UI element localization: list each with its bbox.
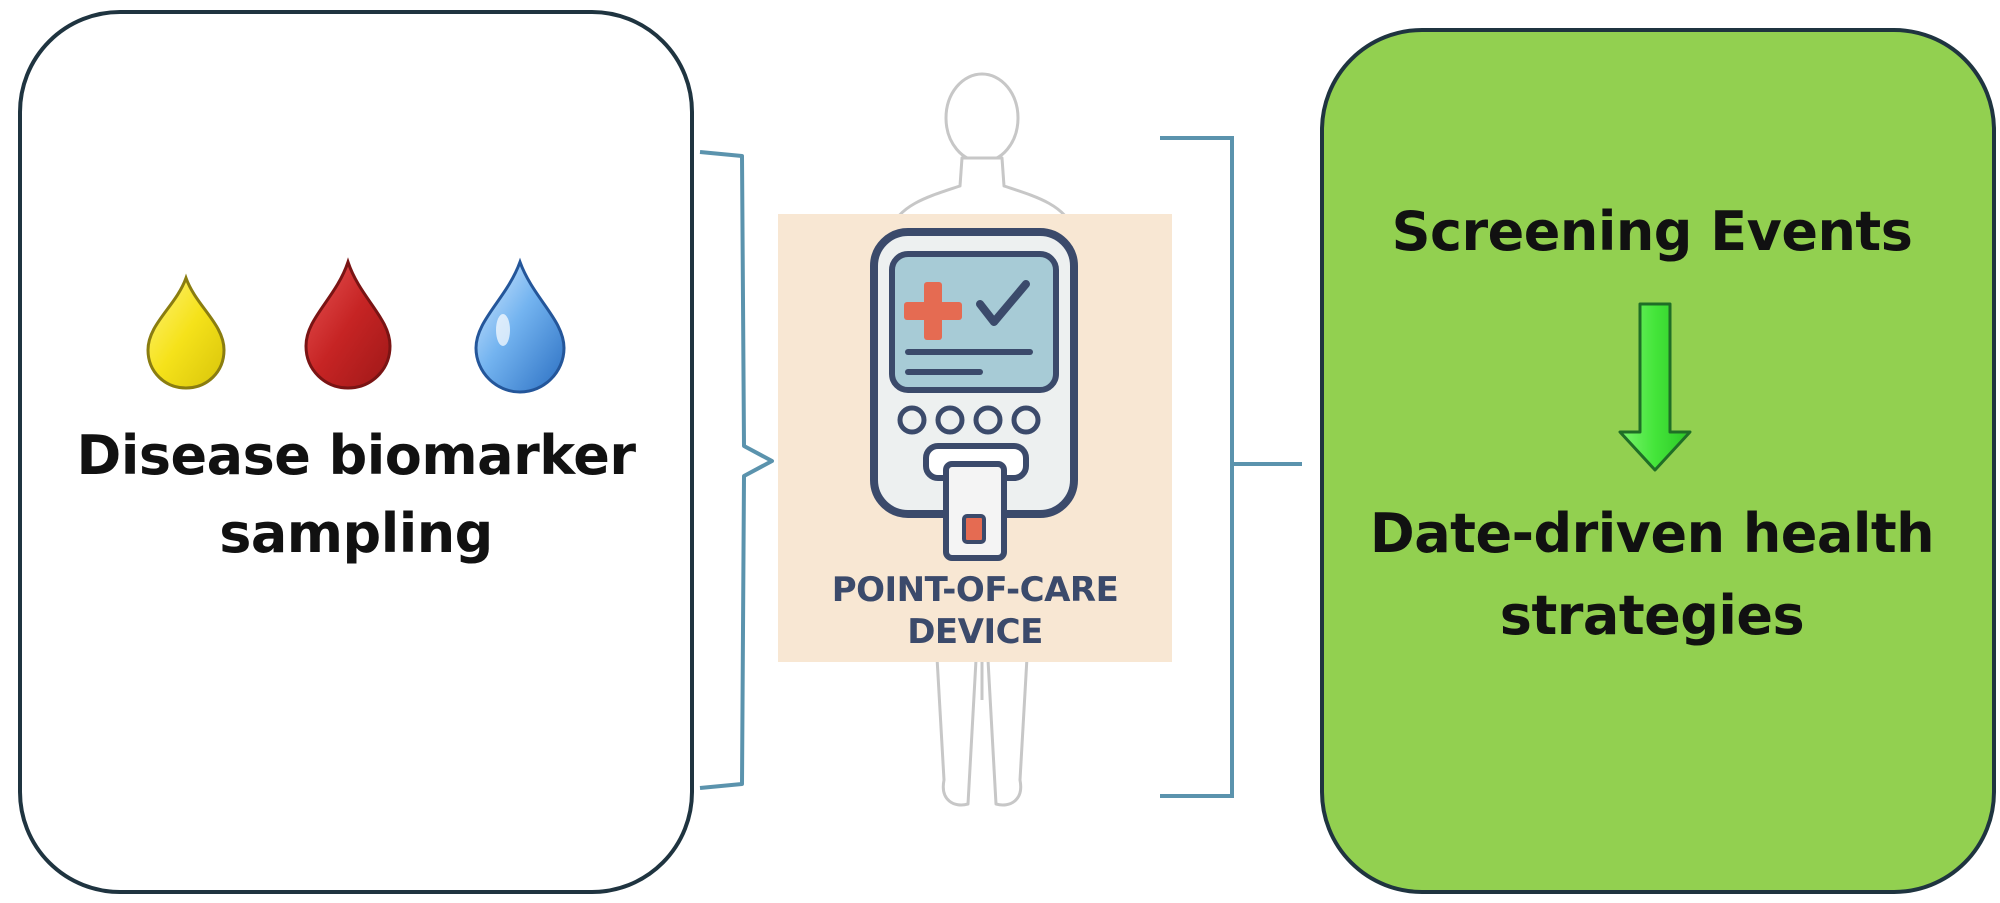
- device-label-line1: POINT-OF-CARE: [831, 570, 1119, 610]
- right-bracket-connector: [1160, 136, 1302, 798]
- left-bracket-connector: [699, 150, 774, 790]
- device-buttons: [897, 405, 1041, 435]
- health-strategies-line1: Date-driven health: [1369, 502, 1935, 565]
- blood-drop-icon: [304, 257, 392, 390]
- device-label-line2: DEVICE: [907, 612, 1043, 652]
- left-panel-title-line1: Disease biomarker: [76, 424, 636, 487]
- health-strategies-line2: strategies: [1499, 584, 1805, 647]
- left-panel-title-line2: sampling: [219, 502, 493, 565]
- test-strip-icon: [943, 461, 1007, 561]
- down-arrow-icon: [1618, 302, 1692, 472]
- left-panel-box: [18, 10, 694, 894]
- checkmark-icon: [976, 280, 1030, 326]
- medical-cross-icon: [904, 282, 962, 340]
- screening-events-label: Screening Events: [1391, 200, 1913, 263]
- urine-drop-icon: [146, 273, 226, 390]
- saliva-drop-icon: [474, 257, 566, 394]
- point-of-care-device-icon: [870, 228, 1078, 561]
